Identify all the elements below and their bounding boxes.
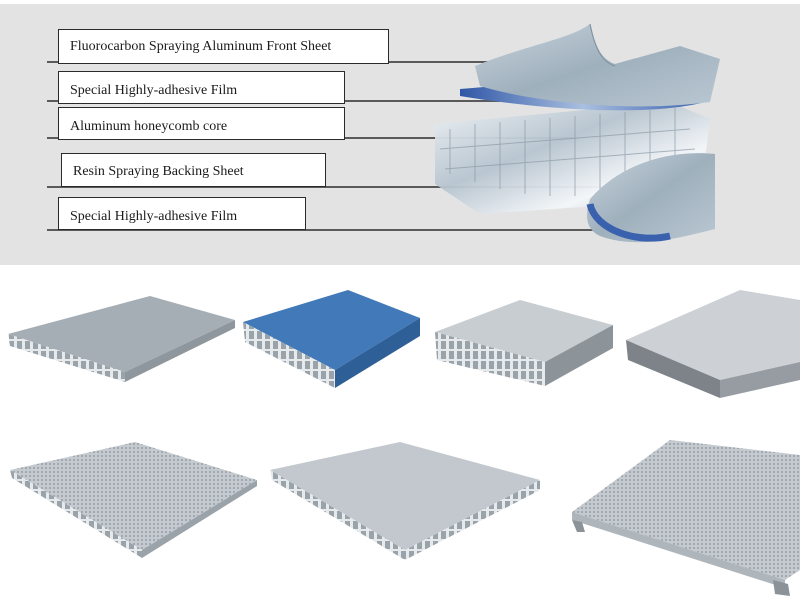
layer-label-adhesive-film-top: Special Highly-adhesive Film <box>58 71 345 104</box>
product-panel-large-open-edge <box>270 442 540 560</box>
product-panel-closed-edge <box>626 290 800 398</box>
product-panel-brushed-profile <box>435 300 613 386</box>
layer-label-front-sheet: Fluorocarbon Spraying Aluminum Front She… <box>58 29 389 64</box>
product-panel-grey <box>8 296 235 382</box>
layer-label-backing-sheet: Resin Spraying Backing Sheet <box>61 153 326 187</box>
product-panel-perforated <box>10 442 257 558</box>
leader-line-5 <box>47 229 651 231</box>
product-panel-blue <box>243 290 420 388</box>
layer-label-honeycomb-core: Aluminum honeycomb core <box>58 107 345 140</box>
layer-label-adhesive-film-bottom: Special Highly-adhesive Film <box>58 197 306 230</box>
layer-diagram: Fluorocarbon Spraying Aluminum Front She… <box>0 4 800 265</box>
exploded-panel-illustration <box>435 24 720 243</box>
product-panel-perforated-tray <box>572 440 800 596</box>
backing-sheet <box>586 153 715 243</box>
front-sheet <box>475 24 720 107</box>
leader-line-4 <box>47 186 673 188</box>
product-gallery <box>0 270 800 600</box>
